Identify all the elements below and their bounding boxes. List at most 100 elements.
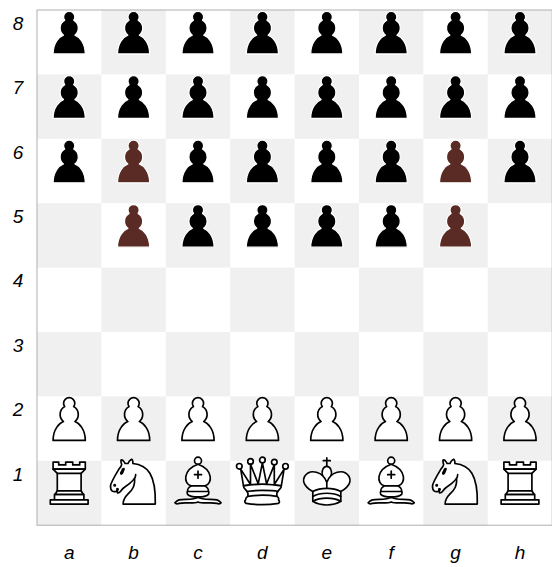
board-squares (37, 10, 552, 526)
board-square (37, 139, 102, 204)
piece-outline (504, 11, 536, 54)
white-piece-p (246, 398, 278, 441)
rank-label: 6 (13, 143, 24, 162)
board-square (37, 332, 102, 397)
white-piece-r (50, 462, 88, 504)
piece-outline (304, 472, 351, 505)
board-square (230, 74, 295, 139)
board-square (295, 203, 360, 268)
board-square (37, 268, 102, 333)
piece-outline (323, 458, 330, 466)
board-square (359, 396, 424, 461)
piece-outline (440, 205, 472, 248)
board-square (230, 268, 295, 333)
board-square (166, 10, 231, 75)
board-square (166, 396, 231, 461)
piece-outline (311, 140, 343, 183)
piece-outline (53, 469, 85, 494)
piece-outline (504, 140, 536, 183)
black-piece-p (246, 140, 278, 183)
piece-outline (182, 140, 214, 183)
board-square (423, 139, 488, 204)
black-piece-p (440, 76, 472, 119)
piece-outline (440, 76, 472, 119)
piece-outline (57, 473, 81, 491)
board-square (295, 139, 360, 204)
file-label: b (128, 543, 139, 562)
piece-outline (118, 205, 150, 248)
piece-outline (501, 494, 539, 504)
piece-outline (50, 494, 88, 504)
piece-outline (379, 464, 404, 497)
piece-outline (311, 398, 343, 441)
board-square (37, 74, 102, 139)
board-square (488, 203, 552, 268)
board-square (295, 396, 360, 461)
rank-label: 3 (13, 336, 24, 355)
board-square (359, 461, 424, 526)
piece-outline (246, 398, 278, 441)
piece-outline (182, 398, 214, 441)
black-piece-p (53, 140, 85, 183)
piece-outline (436, 468, 446, 485)
board-square (295, 461, 360, 526)
board-square (359, 203, 424, 268)
piece-outline (188, 471, 209, 491)
board-square (488, 10, 552, 75)
black-piece-p (440, 11, 472, 54)
piece-outline (504, 462, 536, 469)
piece-outline (118, 76, 150, 119)
brown-piece-p (440, 140, 472, 183)
piece-outline (311, 205, 343, 248)
board-square (166, 203, 231, 268)
board-square (230, 10, 295, 75)
rank-label: 5 (13, 207, 24, 226)
piece-outline (375, 398, 407, 441)
board-square (101, 74, 166, 139)
piece-outline (375, 205, 407, 248)
white-piece-p (375, 398, 407, 441)
file-label: f (389, 543, 394, 562)
white-piece-p (182, 398, 214, 441)
piece-outline (195, 457, 202, 464)
black-piece-p (182, 140, 214, 183)
white-piece-k (304, 458, 351, 505)
board-square (230, 332, 295, 397)
board-square (101, 268, 166, 333)
piece-outline (241, 463, 284, 486)
board-border (37, 10, 552, 525)
piece-outline (388, 457, 395, 464)
board-square (101, 139, 166, 204)
black-piece-p (311, 11, 343, 54)
piece-outline (182, 205, 214, 248)
brown-piece-p (118, 205, 150, 248)
board-square (423, 74, 488, 139)
board-square (295, 268, 360, 333)
black-piece-p (375, 140, 407, 183)
board-square (295, 332, 360, 397)
black-piece-p (182, 205, 214, 248)
piece-outline (246, 205, 278, 248)
brown-piece-p (118, 140, 150, 183)
black-piece-p (311, 205, 343, 248)
rank-label: 2 (13, 400, 24, 419)
board-square (359, 139, 424, 204)
file-label: g (450, 543, 461, 562)
white-piece-b (175, 457, 221, 504)
board-square (423, 396, 488, 461)
white-piece-n (110, 459, 155, 504)
black-piece-p (53, 76, 85, 119)
file-label: a (64, 543, 75, 562)
white-piece-p (504, 398, 536, 441)
piece-outline (368, 497, 414, 504)
board-square (488, 74, 552, 139)
black-piece-p (504, 11, 536, 54)
file-label: h (515, 543, 526, 562)
board-square (101, 396, 166, 461)
board-square (166, 461, 231, 526)
board-square (230, 461, 295, 526)
piece-outline (433, 459, 458, 493)
black-piece-p (53, 11, 85, 54)
black-piece-p (118, 11, 150, 54)
piece-outline (182, 11, 214, 54)
